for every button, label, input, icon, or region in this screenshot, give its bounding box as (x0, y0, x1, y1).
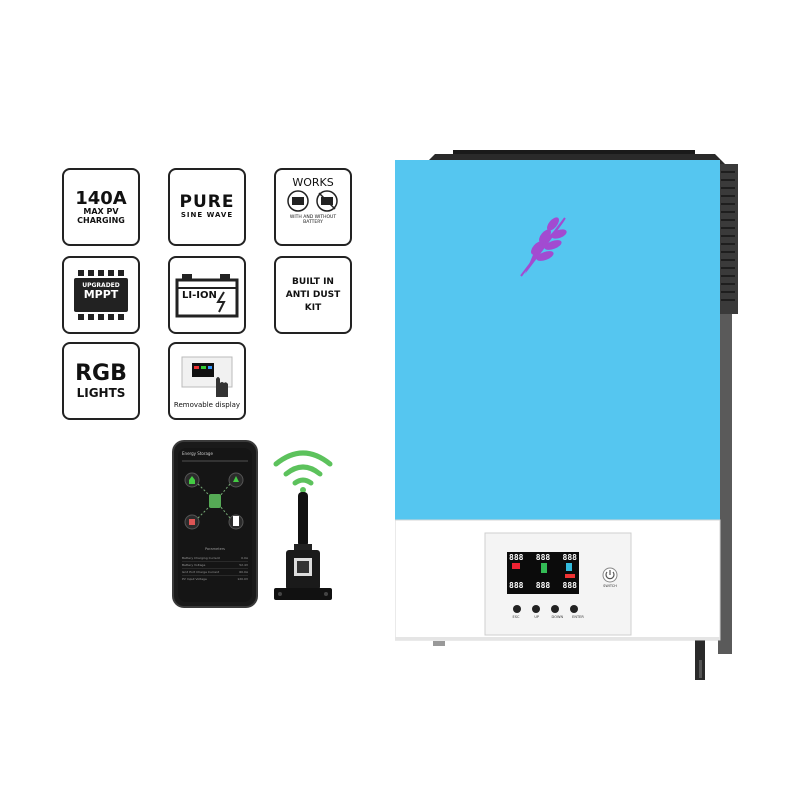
phone-title: Energy Storage (182, 451, 213, 456)
param-label: Battery Voltage (182, 563, 206, 567)
badge-works-tiny2: BATTERY (303, 220, 323, 225)
param-label: PV Input Voltage (182, 577, 207, 581)
mppt-chip-icon (74, 270, 128, 320)
param-value: 60.0A (239, 570, 248, 574)
control-labels: ESC UP DOWN ENTER (507, 615, 587, 619)
param-value: 120.0V (237, 577, 248, 581)
badge-dust-line3: KIT (304, 302, 322, 313)
param-label: Battery Charging Current (182, 556, 220, 560)
down-button[interactable]: DOWN (551, 615, 564, 619)
badge-works-big: WORKS (292, 176, 334, 189)
badge-works-tiny1: WITH AND WITHOUT (289, 215, 337, 220)
phone-param-list: Battery Charging Current 0.0A Battery Vo… (178, 555, 252, 582)
param-value: 0.0A (241, 556, 248, 560)
badge-li-ion: LI-ION (168, 256, 246, 334)
phone-param-row: PV Input Voltage 120.0V (182, 576, 248, 582)
badge-140a-line2: CHARGING (77, 215, 125, 225)
phone-param-row: Grid Port Charge Current 60.0A (182, 569, 248, 576)
lcd-value: 888 (562, 553, 577, 562)
param-value: 52.4V (239, 563, 248, 567)
badge-rgb-small: LIGHTS (76, 386, 126, 400)
lcd-value: 888 (535, 553, 551, 562)
phone-param-header: Parameters (204, 547, 226, 551)
lcd-row-bottom: 888 888 888 (509, 581, 577, 590)
battery-icon (175, 274, 239, 318)
esc-button[interactable]: ESC (512, 615, 520, 619)
badge-140a-big: 140A (75, 187, 127, 209)
lcd-value: 888 (535, 581, 551, 590)
badge-display-caption: Removable display (173, 401, 241, 409)
param-label: Grid Port Charge Current (182, 570, 220, 574)
inverter: 888 888 888 888 888 888 SWITCH ESC UP DO… (395, 150, 745, 680)
badge-mppt-line2: MPPT (83, 288, 119, 301)
phone-flow-diagram (184, 472, 244, 530)
badge-rgb-big: RGB (75, 361, 127, 386)
badge-dust-line1: BUILT IN (292, 276, 334, 287)
battery-icons (287, 190, 338, 212)
phone-screen: Energy Storage Parameters Battery Chargi… (178, 448, 252, 602)
power-switch-label: SWITCH (603, 584, 617, 588)
phone-param-row: Battery Charging Current 0.0A (182, 555, 248, 562)
smartphone: Energy Storage Parameters Battery Chargi… (172, 440, 258, 608)
badge-140a-charging: 140A MAX PV CHARGING (62, 168, 140, 246)
badge-rgb-lights: RGB LIGHTS (62, 342, 140, 420)
lcd-value: 888 (509, 581, 524, 590)
enter-button[interactable]: ENTER (572, 615, 584, 619)
up-button[interactable]: UP (534, 615, 539, 619)
phone-tabs (182, 460, 248, 462)
leaf-logo (520, 217, 567, 277)
inverter-frame (395, 150, 738, 680)
badge-mppt-line1: UPGRADED (82, 282, 120, 289)
lcd-value: 888 (509, 553, 524, 562)
phone-param-row: Battery Voltage 52.4V (182, 562, 248, 569)
badge-mppt: UPGRADED MPPT (62, 256, 140, 334)
badge-pure-sine: PURE SINE WAVE (168, 168, 246, 246)
badge-140a-line1: MAX PV (83, 206, 119, 216)
wifi-icon (273, 450, 333, 486)
lcd-row-top: 888 888 888 (509, 553, 577, 562)
badge-li-ion-label: LI-ION (182, 290, 217, 301)
badge-dust-line2: ANTI DUST (285, 289, 341, 300)
badge-anti-dust: BUILT IN ANTI DUST KIT (274, 256, 352, 334)
badge-works: WORKS WITH AND WITHOUT BATTERY (274, 168, 352, 246)
badge-sine-small: SINE WAVE (180, 211, 234, 219)
display-hand-icon (181, 356, 233, 397)
badge-removable-display: Removable display (168, 342, 246, 420)
lcd-value: 888 (562, 581, 577, 590)
wifi-dongle (273, 450, 333, 600)
badge-pure-big: PURE (179, 192, 235, 212)
